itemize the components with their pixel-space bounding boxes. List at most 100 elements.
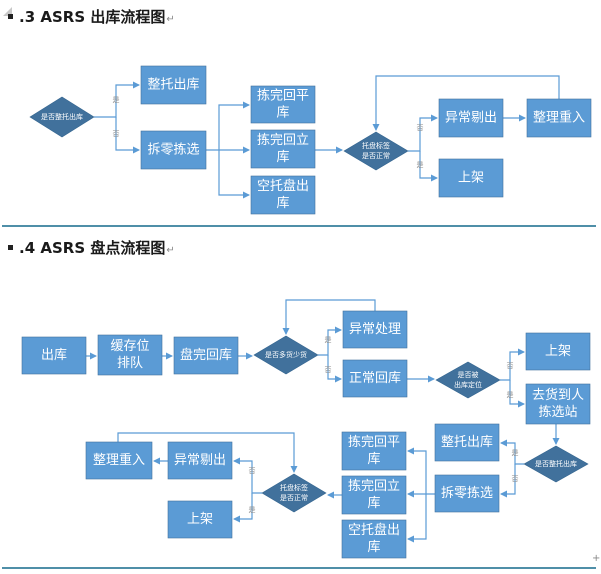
node-label: 托盘标签 <box>280 483 308 492</box>
node-label: 是否正常 <box>280 493 308 502</box>
node-label: 库 <box>367 495 380 511</box>
node-label: 空托盘出 <box>348 522 400 538</box>
node-label: 盘完回库 <box>180 347 232 363</box>
flow-arrow <box>115 117 140 154</box>
node-label: 异常剔出 <box>445 111 497 126</box>
process-box-exception: 异常处理 <box>342 310 408 349</box>
node-label: 缓存位 <box>110 339 149 354</box>
flow-arrow <box>419 151 438 182</box>
flow-arrow <box>407 494 427 543</box>
edge-label-no: 否 <box>113 130 120 138</box>
node-label: 上架 <box>545 344 571 359</box>
flow-arrow <box>218 150 250 199</box>
node-label: 去货到人 <box>532 387 584 403</box>
paragraph-mark-icon: ↵ <box>166 245 175 256</box>
node-label: 排队 <box>117 356 143 371</box>
section-3-title: .3 ASRS 出库流程图 <box>19 8 166 26</box>
decision-diamond-d_whole: 是否整托出库 <box>29 96 95 138</box>
flow-arrow <box>408 114 438 152</box>
node-label: 整理重入 <box>93 452 145 468</box>
node-label: 库 <box>367 451 380 467</box>
node-label: 正常回库 <box>349 370 401 386</box>
edge-label-yes: 是 <box>113 96 120 104</box>
bullet-icon <box>8 13 13 19</box>
flow-arrow <box>500 348 525 381</box>
edge-label-yes: 是 <box>249 506 256 514</box>
section-divider <box>2 225 596 227</box>
node-label: 整理重入 <box>533 110 585 126</box>
edge-label-yes: 是 <box>512 449 519 457</box>
process-box-abnormal: 异常剔出 <box>167 441 233 480</box>
node-label: 是否整托出库 <box>41 112 83 121</box>
node-label: 异常剔出 <box>174 453 226 468</box>
flow-arrow <box>509 380 525 408</box>
node-label: 库 <box>276 105 289 121</box>
node-label: 库 <box>276 195 289 211</box>
process-box-normal_back: 正常回库 <box>342 359 408 398</box>
process-box-split_pick: 拆零拣选 <box>140 130 207 170</box>
flow-arrow <box>372 75 560 131</box>
process-box-reenter: 整理重入 <box>526 98 592 138</box>
node-label: 拣完回立 <box>257 133 309 148</box>
node-label: 整托出库 <box>147 77 199 93</box>
decision-diamond-d_diff: 是否多货少货 <box>253 335 319 375</box>
node-label: 上架 <box>458 171 484 186</box>
process-box-whole_out: 整托出库 <box>140 65 207 105</box>
node-label: 库 <box>367 539 380 555</box>
node-label: 拆零拣选 <box>441 486 493 501</box>
edge-label-no: 否 <box>249 467 256 475</box>
process-box-whole_out: 整托出库 <box>434 423 500 462</box>
flow-arrow <box>407 447 435 495</box>
flow-arrow <box>318 326 342 356</box>
flow-arrow <box>500 439 524 465</box>
edge-label-no: 否 <box>417 124 424 132</box>
anchor-mark-icon: + <box>592 553 601 564</box>
node-label: 是否整托出库 <box>535 459 577 468</box>
node-label: 库 <box>276 149 289 165</box>
flow-arrow <box>206 101 250 151</box>
edge-label-yes: 是 <box>325 336 332 344</box>
node-label: 整托出库 <box>441 434 493 450</box>
process-box-out: 出库 <box>21 336 87 375</box>
edge-label-yes: 是 <box>417 161 424 169</box>
process-box-reenter: 整理重入 <box>85 441 153 480</box>
flow-arrow <box>327 355 342 383</box>
flow-arrow <box>233 457 262 494</box>
node-label: 出库定位 <box>454 380 482 389</box>
node-label: 出库 <box>41 347 67 363</box>
process-box-shelve2: 上架 <box>167 500 233 539</box>
flow-arrow <box>233 493 253 523</box>
flow-arrow <box>94 81 140 118</box>
node-label: 异常处理 <box>349 322 401 337</box>
decision-diamond-d_whole: 是否整托出库 <box>523 445 589 483</box>
node-label: 是否多货少货 <box>265 350 307 359</box>
process-box-shelve: 上架 <box>438 158 504 198</box>
flow-arrow <box>282 299 376 335</box>
process-box-shelve1: 上架 <box>525 332 591 371</box>
paragraph-mark-icon: ↵ <box>166 14 175 25</box>
section-4-title: .4 ASRS 盘点流程图 <box>19 239 166 257</box>
edge-label-no: 否 <box>507 362 514 370</box>
node-label: 拣完回平 <box>348 435 400 450</box>
node-label: 拣完回立 <box>348 479 400 494</box>
edge-label-yes: 是 <box>507 391 514 399</box>
process-box-count_back: 盘完回库 <box>173 336 239 375</box>
section-4-heading: .4 ASRS 盘点流程图↵ <box>0 237 175 258</box>
section-3-heading: .3 ASRS 出库流程图↵ <box>0 6 175 27</box>
flow-arrow <box>117 432 298 473</box>
node-label: 拣选站 <box>538 405 577 420</box>
node-label: 托盘标签 <box>362 141 390 150</box>
bullet-icon <box>8 244 13 250</box>
